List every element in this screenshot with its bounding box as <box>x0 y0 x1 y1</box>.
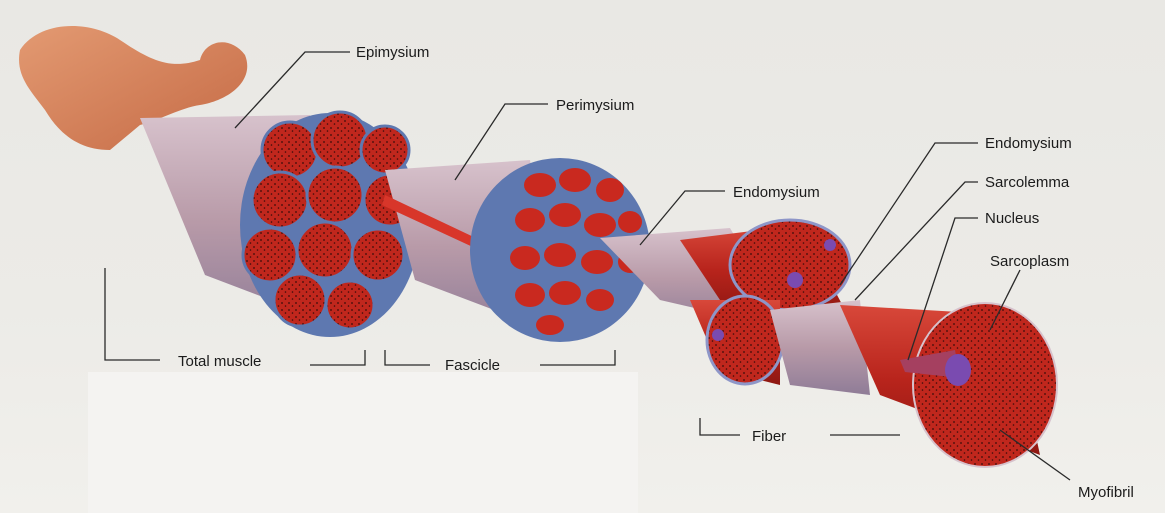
label-perimysium: Perimysium <box>556 97 634 114</box>
label-endomysium-fascicle: Endomysium <box>733 184 820 201</box>
label-fiber: Fiber <box>752 428 786 445</box>
fiber-nucleus <box>712 329 724 341</box>
label-sarcolemma: Sarcolemma <box>985 174 1070 191</box>
label-myofibril: Myofibril <box>1078 484 1134 501</box>
label-fascicle: Fascicle <box>445 357 500 374</box>
blank-panel <box>88 372 638 513</box>
label-total-muscle: Total muscle <box>178 353 261 370</box>
label-epimysium: Epimysium <box>356 44 429 61</box>
fiber-nucleus <box>824 239 836 251</box>
label-sarcoplasm: Sarcoplasm <box>990 253 1069 270</box>
fiber-cross-section <box>913 303 1057 467</box>
label-nucleus: Nucleus <box>985 210 1039 227</box>
nucleus-marker <box>945 354 971 386</box>
fiber-nucleus <box>787 272 803 288</box>
label-endomysium-fiber: Endomysium <box>985 135 1072 152</box>
